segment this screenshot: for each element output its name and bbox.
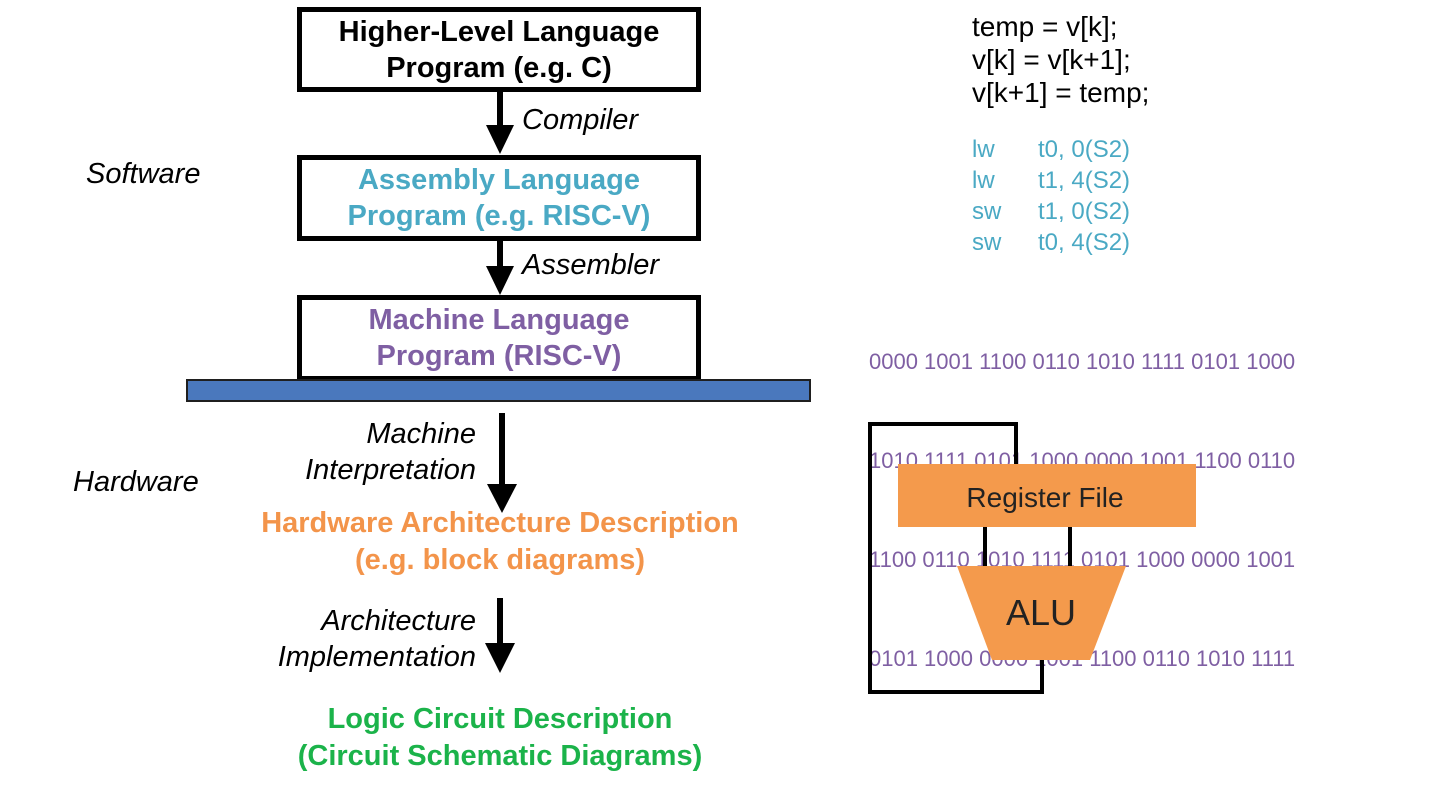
hardware-domain-label: Hardware — [73, 466, 199, 498]
asm-operands: t0, 4(S2) — [1038, 229, 1131, 256]
arch-impl-arrow-head — [485, 643, 515, 673]
asm-opcode: lw — [972, 136, 995, 163]
register-file-label: Register File — [966, 482, 1123, 513]
logic-circuit-description: Logic Circuit Description (Circuit Schem… — [200, 701, 800, 775]
compiler-arrow-head — [486, 125, 514, 154]
hw-arch-line2: (e.g. block diagrams) — [354, 544, 646, 576]
assembly-line: lw t1, 4(S2) — [972, 165, 1130, 196]
machine-interp-line2: Interpretation — [305, 454, 476, 486]
hw-arch-line1: Hardware Architecture Description — [261, 507, 739, 539]
alu-label: ALU — [1006, 592, 1076, 633]
compiler-label: Compiler — [522, 104, 639, 136]
software-domain-label: Software — [86, 158, 201, 190]
machine-interp-line1: Machine — [366, 418, 476, 450]
c-code-line: v[k] = v[k+1]; — [972, 44, 1131, 75]
architecture-implementation-label: Architecture Implementation — [220, 603, 476, 675]
asm-operands: t1, 0(S2) — [1038, 198, 1131, 225]
machine-label-line2: Program (RISC-V) — [376, 340, 622, 372]
hll-program-box: Higher-Level Language Program (e.g. C) — [297, 7, 701, 92]
assembly-label-line2: Program (e.g. RISC-V) — [347, 200, 651, 232]
hll-label-line1: Higher-Level Language — [338, 15, 660, 48]
assembly-line: lw t0, 0(S2) — [972, 134, 1130, 165]
hw-architecture-description: Hardware Architecture Description (e.g. … — [200, 505, 800, 579]
machine-interp-arrow-head — [487, 484, 517, 513]
assembly-snippet: lw t0, 0(S2) lw t1, 4(S2) sw t1, 0(S2) sw t0… — [972, 134, 1130, 258]
hll-label-line2: Program (e.g. C) — [386, 51, 612, 84]
asm-opcode: sw — [972, 229, 1002, 256]
logic-line1: Logic Circuit Description — [327, 703, 673, 735]
arch-impl-line1: Architecture — [321, 605, 476, 637]
asm-opcode: sw — [972, 198, 1002, 225]
assembly-label: Assembly Language Program (e.g. RISC-V) — [348, 162, 651, 234]
feedback-wire — [868, 422, 1044, 694]
asm-operands: t0, 0(S2) — [1038, 136, 1131, 163]
assembly-program-box: Assembly Language Program (e.g. RISC-V) — [297, 155, 701, 241]
machine-program-box: Machine Language Program (RISC-V) — [297, 295, 701, 381]
asm-opcode: lw — [972, 167, 995, 194]
alu-block — [957, 566, 1126, 660]
c-code-snippet: temp = v[k]; v[k] = v[k+1]; v[k+1] = tem… — [972, 10, 1149, 109]
asm-operands: t1, 4(S2) — [1038, 167, 1131, 194]
binary-line: 0000 1001 1100 0110 1010 1111 0101 1000 — [869, 349, 1296, 374]
register-file-block — [898, 464, 1196, 527]
arch-impl-line2: Implementation — [277, 641, 476, 673]
machine-label-line1: Machine Language — [368, 304, 630, 336]
assembly-line: sw t1, 0(S2) — [972, 196, 1130, 227]
software-hardware-divider — [186, 379, 811, 402]
assembly-label-line1: Assembly Language — [357, 164, 641, 196]
assembly-line: sw t0, 4(S2) — [972, 227, 1130, 258]
c-code-line: v[k+1] = temp; — [972, 77, 1150, 108]
machine-interpretation-label: Machine Interpretation — [250, 416, 476, 488]
assembler-arrow-head — [486, 266, 514, 295]
logic-line2: (Circuit Schematic Diagrams) — [297, 740, 703, 772]
assembler-label: Assembler — [522, 249, 659, 281]
c-code-line: temp = v[k]; — [972, 11, 1118, 42]
